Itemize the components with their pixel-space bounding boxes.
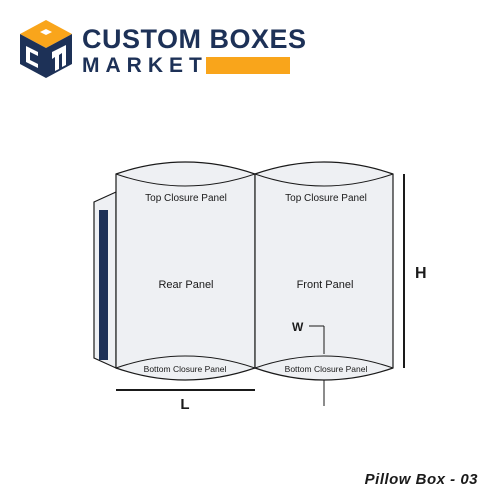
brand-logo: CUSTOM BOXES MARKET (18, 18, 306, 82)
width-dimension-label: W (292, 320, 304, 334)
top-closure-label-right: Top Closure Panel (285, 193, 367, 204)
bottom-closure-label-right: Bottom Closure Panel (285, 364, 368, 374)
length-dimension-label: L (180, 396, 189, 413)
bottom-closure-label-left: Bottom Closure Panel (144, 364, 227, 374)
top-score-right (254, 173, 394, 187)
top-closure-label-left: Top Closure Panel (145, 193, 227, 204)
front-panel-label: Front Panel (297, 279, 354, 291)
bottom-score-right (254, 355, 394, 369)
bottom-score-left (115, 355, 256, 369)
height-dimension-label: H (415, 265, 427, 282)
top-score-left (115, 173, 256, 187)
cube-logo-icon (20, 20, 72, 78)
brand-name-line2: MARKET (82, 54, 208, 77)
brand-name-line1: CUSTOM BOXES (82, 24, 307, 54)
glue-strip (99, 210, 108, 360)
brand-accent-bar (206, 57, 290, 74)
diagram-caption: Pillow Box - 03 (364, 471, 478, 488)
rear-panel-label: Rear Panel (158, 279, 213, 291)
